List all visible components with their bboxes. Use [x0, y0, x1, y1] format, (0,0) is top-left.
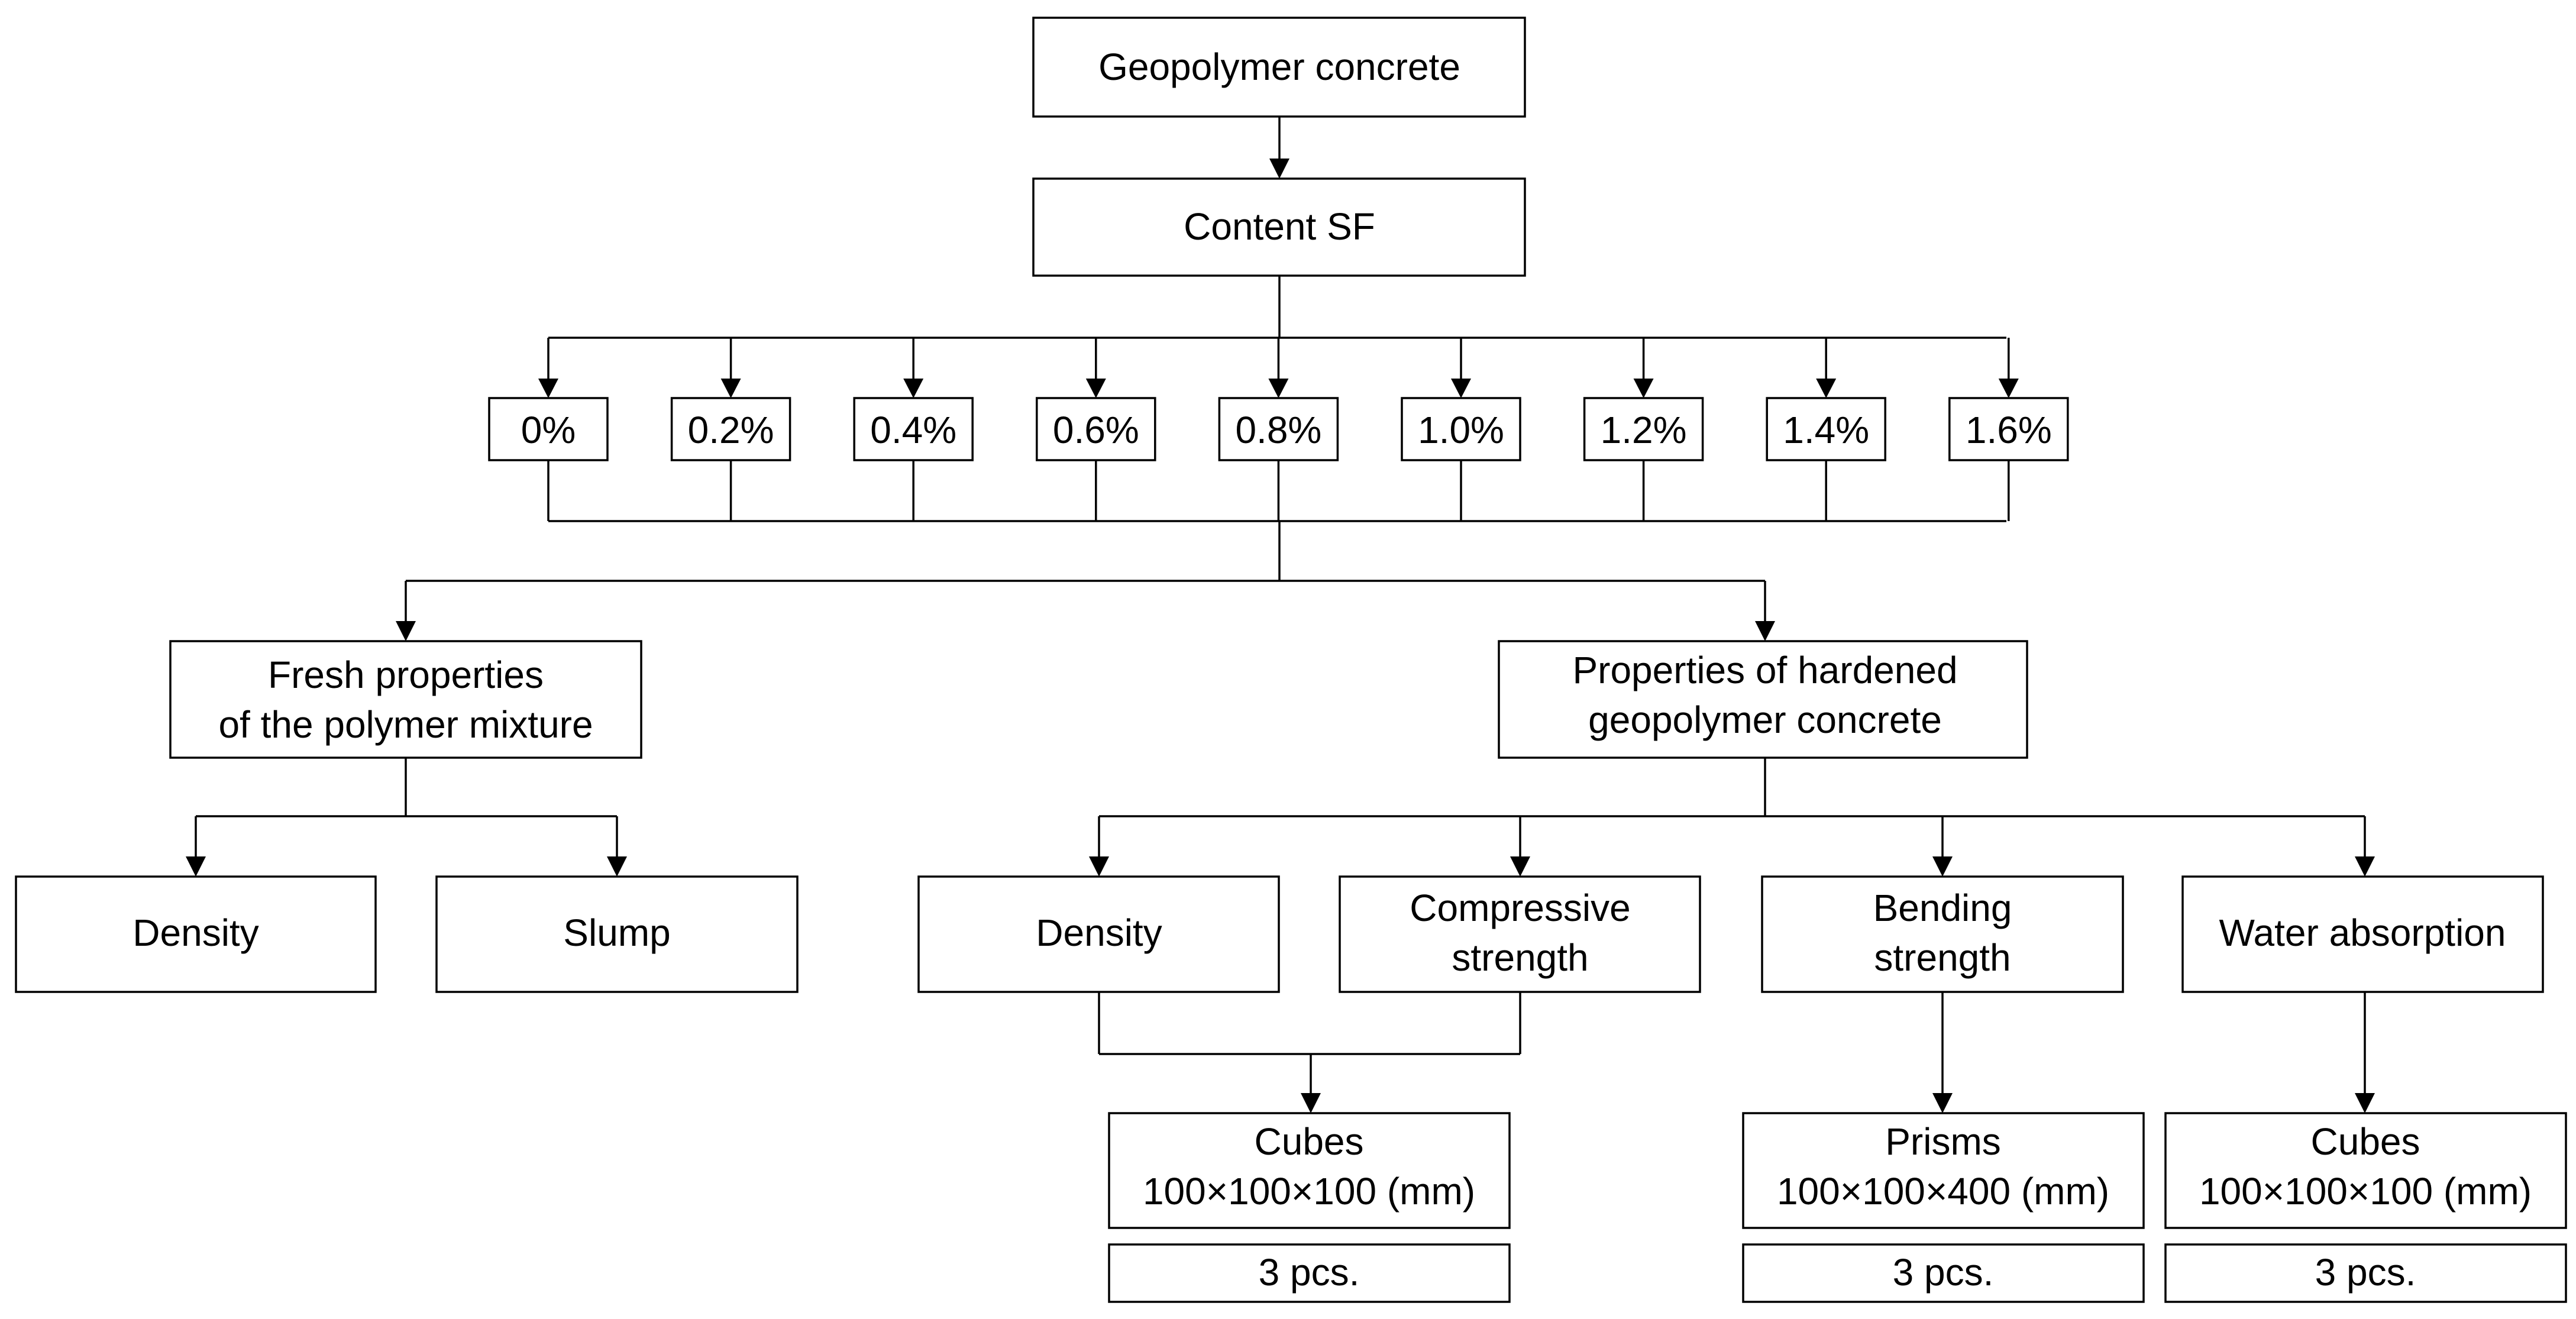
node-label-line1: Compressive — [1410, 887, 1630, 929]
sf-level-label: 0.4% — [870, 409, 956, 451]
node-quantity-3: 3 pcs. — [2164, 1243, 2567, 1303]
sf-level-label: 1.6% — [1966, 409, 2052, 451]
node-compressive-strength: Compressive strength — [1339, 875, 1701, 993]
node-label-line2: 100×100×100 (mm) — [2199, 1170, 2532, 1213]
sf-level-node: 1.6% — [1948, 397, 2069, 461]
node-fresh-density: Density — [15, 875, 377, 993]
sf-level-label: 0.8% — [1235, 409, 1321, 451]
node-hardened-properties: Properties of hardened geopolymer concre… — [1498, 640, 2028, 759]
node-label: Geopolymer concrete — [1098, 46, 1460, 88]
node-label-line1: Fresh properties — [268, 654, 544, 696]
node-hardened-density: Density — [917, 875, 1280, 993]
node-label: Water absorption — [2219, 911, 2506, 954]
sf-level-label: 0.2% — [688, 409, 774, 451]
node-label-line2: geopolymer concrete — [1588, 699, 1942, 741]
node-prisms-specimen: Prisms 100×100×400 (mm) — [1742, 1112, 2145, 1229]
node-label: Density — [132, 911, 258, 954]
node-label-line2: 100×100×100 (mm) — [1143, 1170, 1475, 1213]
sf-content-levels: 0% 0.2% 0.4% 0.6% 0.8% 1.0% 1.2% 1.4% 1.6% — [488, 397, 2069, 461]
connectors — [186, 117, 2375, 1113]
node-water-absorption: Water absorption — [2181, 875, 2544, 993]
node-geopolymer-concrete: Geopolymer concrete — [1032, 17, 1526, 118]
node-label-line1: Properties of hardened — [1572, 649, 1957, 691]
node-label-line1: Cubes — [1255, 1120, 1364, 1163]
node-label-line1: Prisms — [1885, 1120, 2001, 1163]
sf-level-node: 1.2% — [1583, 397, 1704, 461]
node-label-line2: of the polymer mixture — [218, 703, 593, 746]
node-label: 3 pcs. — [1259, 1251, 1360, 1294]
node-label-line1: Cubes — [2311, 1120, 2420, 1163]
node-label: Content SF — [1184, 205, 1375, 248]
node-cubes-specimen-2: Cubes 100×100×100 (mm) — [2164, 1112, 2567, 1229]
node-bending-strength: Bending strength — [1761, 875, 2124, 993]
sf-level-node: 1.4% — [1766, 397, 1886, 461]
node-label: Density — [1036, 911, 1162, 954]
node-label-line2: 100×100×400 (mm) — [1777, 1170, 2109, 1213]
node-slump: Slump — [435, 875, 799, 993]
sf-level-label: 0% — [521, 409, 576, 451]
sf-level-label: 1.2% — [1601, 409, 1687, 451]
sf-level-node: 0.4% — [853, 397, 974, 461]
node-label: 3 pcs. — [1893, 1251, 1994, 1294]
node-quantity-2: 3 pcs. — [1742, 1243, 2145, 1303]
sf-level-label: 1.0% — [1418, 409, 1504, 451]
sf-level-node: 0.8% — [1218, 397, 1339, 461]
sf-level-node: 1.0% — [1401, 397, 1521, 461]
sf-level-node: 0% — [488, 397, 609, 461]
sf-level-node: 0.2% — [670, 397, 791, 461]
node-quantity-1: 3 pcs. — [1108, 1243, 1511, 1303]
node-label-line2: strength — [1874, 936, 2011, 979]
node-label: Slump — [563, 911, 670, 954]
sf-level-node: 0.6% — [1036, 397, 1156, 461]
sf-level-label: 1.4% — [1783, 409, 1869, 451]
sf-level-label: 0.6% — [1053, 409, 1139, 451]
node-label-line2: strength — [1452, 936, 1588, 979]
node-content-sf: Content SF — [1032, 177, 1526, 277]
node-fresh-properties: Fresh properties of the polymer mixture — [169, 640, 642, 759]
node-label: 3 pcs. — [2315, 1251, 2416, 1294]
node-label-line1: Bending — [1873, 887, 2012, 929]
node-cubes-specimen-1: Cubes 100×100×100 (mm) — [1108, 1112, 1511, 1229]
